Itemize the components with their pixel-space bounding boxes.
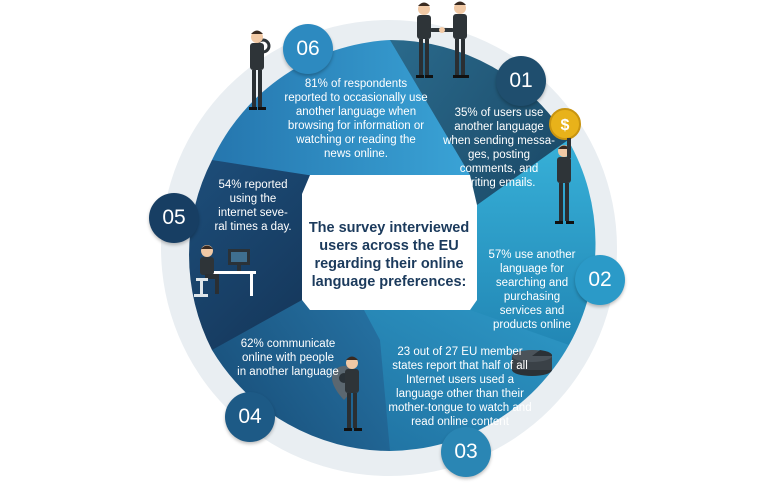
map-pin-figure-icon [332,356,362,431]
magnifier-figure-icon [249,30,271,110]
segment-02-text: 57% use another language for searching a… [488,249,576,331]
badge-03: 03 [441,427,491,477]
segment-01-text: 35% of users use another language when s… [443,107,555,189]
segment-04-text: 62% communicate online with people in an… [237,338,339,378]
desk-computer-figure-icon [194,245,256,297]
badge-01: 01 [496,56,546,106]
segment-06-text: 81% of respondents reported to occasiona… [284,78,428,160]
segment-05-text: 54% reported using the internet seve- ra… [214,179,292,233]
center-hexagon [302,175,477,310]
segment-03-text: 23 out of 27 EU member states report tha… [388,346,532,428]
coin-figure-icon: $ [549,108,581,224]
svg-text:$: $ [561,117,570,134]
badge-02: 02 [575,255,625,305]
segment-06 [212,40,470,175]
pie-chart-icon [512,350,553,376]
handshake-figures-icon [416,1,469,78]
badge-06: 06 [283,24,333,74]
badge-04: 04 [225,392,275,442]
center-survey-text: The survey interviewed users across the … [308,220,470,290]
badge-05: 05 [149,193,199,243]
